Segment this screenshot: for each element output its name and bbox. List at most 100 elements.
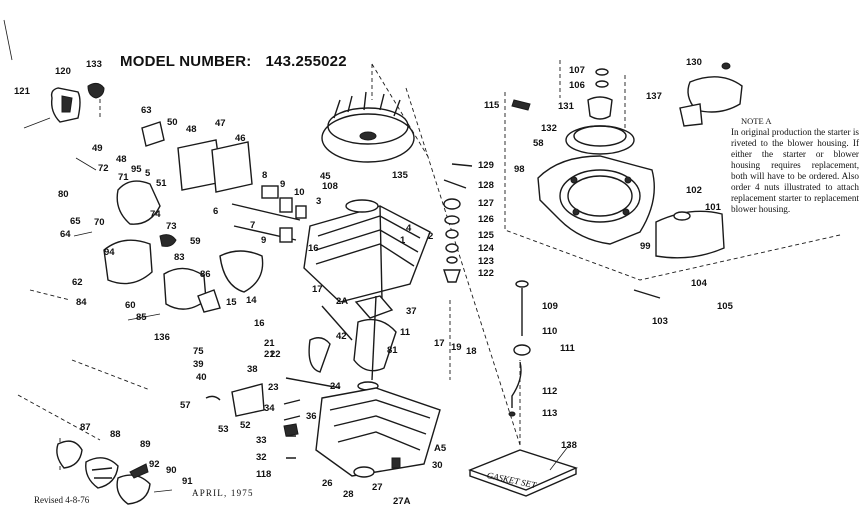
model-title: MODEL NUMBER: 143.255022 bbox=[120, 53, 347, 70]
part-callout: 127 bbox=[478, 198, 494, 209]
part-callout: 46 bbox=[235, 133, 246, 144]
part-callout: 103 bbox=[652, 316, 668, 327]
part-callout: 87 bbox=[80, 422, 91, 433]
part-callout: 95 bbox=[131, 164, 142, 175]
part-callout: 27A bbox=[393, 496, 411, 507]
part-callout: A5 bbox=[434, 443, 447, 454]
part-callout: 59 bbox=[190, 236, 201, 247]
part-callout: 36 bbox=[306, 411, 317, 422]
part-callout: 94 bbox=[104, 247, 115, 258]
part-callout: 80 bbox=[58, 189, 69, 200]
part-callout: 19 bbox=[451, 342, 462, 353]
note-a: NOTE A In original production the starte… bbox=[731, 116, 859, 215]
part-callout: 101 bbox=[705, 202, 721, 213]
part-callout: 120 bbox=[55, 66, 71, 77]
part-callout: 24 bbox=[330, 381, 341, 392]
part-callout: 108 bbox=[322, 181, 338, 192]
part-callout: 135 bbox=[392, 170, 408, 181]
revised-date: Revised 4-8-76 bbox=[34, 495, 90, 505]
part-callout: 28 bbox=[343, 489, 354, 500]
part-callout: 71 bbox=[118, 172, 129, 183]
part-callout: 49 bbox=[92, 143, 103, 154]
engine-base bbox=[315, 387, 441, 478]
crank-assembly bbox=[285, 295, 397, 391]
part-callout: 63 bbox=[141, 105, 152, 116]
part-callout: 131 bbox=[558, 101, 574, 112]
part-callout: 9 bbox=[261, 235, 267, 246]
part-callout: 83 bbox=[174, 252, 185, 263]
part-callout: 123 bbox=[478, 256, 494, 267]
flywheel bbox=[321, 91, 415, 163]
part-callout: 37 bbox=[406, 306, 417, 317]
part-callout: 137 bbox=[646, 91, 662, 102]
rewind-starter bbox=[511, 68, 635, 155]
guide-lines-blower bbox=[504, 60, 841, 281]
part-callout: 129 bbox=[478, 160, 494, 171]
carburetor-parts bbox=[73, 121, 264, 321]
part-callout: 21 bbox=[264, 338, 275, 349]
blower-housing bbox=[537, 155, 655, 245]
model-label: MODEL NUMBER: bbox=[120, 53, 252, 70]
part-callout: 128 bbox=[478, 180, 494, 191]
diagram-date: APRIL, 1975 bbox=[192, 488, 254, 498]
part-callout: 53 bbox=[218, 424, 229, 435]
part-callout: 64 bbox=[60, 229, 71, 240]
part-callout: 106 bbox=[569, 80, 585, 91]
part-callout: 2A bbox=[336, 296, 349, 307]
part-callout: 130 bbox=[686, 57, 702, 68]
part-callout: 8 bbox=[262, 170, 268, 181]
part-callout: 104 bbox=[691, 278, 707, 289]
part-callout: 62 bbox=[72, 277, 83, 288]
part-callout: 51 bbox=[156, 178, 167, 189]
part-callout: 45 bbox=[320, 171, 331, 182]
part-callout: 81 bbox=[387, 345, 398, 356]
part-callout: 1 bbox=[400, 235, 406, 246]
gasket-set-box bbox=[468, 443, 578, 497]
part-callout: 48 bbox=[186, 124, 197, 135]
part-callout: 34 bbox=[264, 403, 275, 414]
part-callout: 48 bbox=[116, 154, 127, 165]
part-callout: 118 bbox=[256, 469, 272, 480]
part-callout: 74 bbox=[150, 209, 161, 220]
part-callout: 125 bbox=[478, 230, 494, 241]
part-callout: 42 bbox=[336, 331, 347, 342]
engine-block bbox=[303, 199, 431, 303]
part-callout: 17 bbox=[312, 284, 323, 295]
part-callout: 33 bbox=[256, 435, 267, 446]
starter-cup-parts bbox=[56, 440, 173, 505]
part-callout: 73 bbox=[166, 221, 177, 232]
part-callout: 10 bbox=[294, 187, 305, 198]
part-callout: 109 bbox=[542, 301, 558, 312]
part-callout: 112 bbox=[542, 386, 558, 397]
part-callout: 9 bbox=[280, 179, 286, 190]
part-callout: 18 bbox=[466, 346, 477, 357]
model-number: 143.255022 bbox=[265, 53, 347, 70]
part-callout: 89 bbox=[140, 439, 151, 450]
air-cleaner-group bbox=[23, 82, 105, 129]
part-callout: 52 bbox=[240, 420, 251, 431]
part-callout: 132 bbox=[541, 123, 557, 134]
part-callout: 16 bbox=[308, 243, 319, 254]
part-callout: 84 bbox=[76, 297, 87, 308]
part-callout: 136 bbox=[154, 332, 170, 343]
part-callout: 105 bbox=[717, 301, 733, 312]
part-callout: 124 bbox=[478, 243, 494, 254]
part-callout: 115 bbox=[484, 100, 500, 111]
part-callout: 113 bbox=[542, 408, 558, 419]
part-callout: 99 bbox=[640, 241, 651, 252]
part-callout: 22 bbox=[270, 349, 281, 360]
part-callout: 107 bbox=[569, 65, 585, 76]
part-callout: 65 bbox=[70, 216, 81, 227]
part-callout: 26 bbox=[322, 478, 333, 489]
part-callout: 38 bbox=[247, 364, 258, 375]
part-callout: 122 bbox=[478, 268, 494, 279]
part-callout: 39 bbox=[193, 359, 204, 370]
head-bolts bbox=[443, 163, 473, 283]
part-callout: 98 bbox=[514, 164, 525, 175]
part-callout: 126 bbox=[478, 214, 494, 225]
part-callout: 58 bbox=[533, 138, 544, 149]
part-callout: 92 bbox=[149, 459, 160, 470]
part-callout: 27 bbox=[372, 482, 383, 493]
